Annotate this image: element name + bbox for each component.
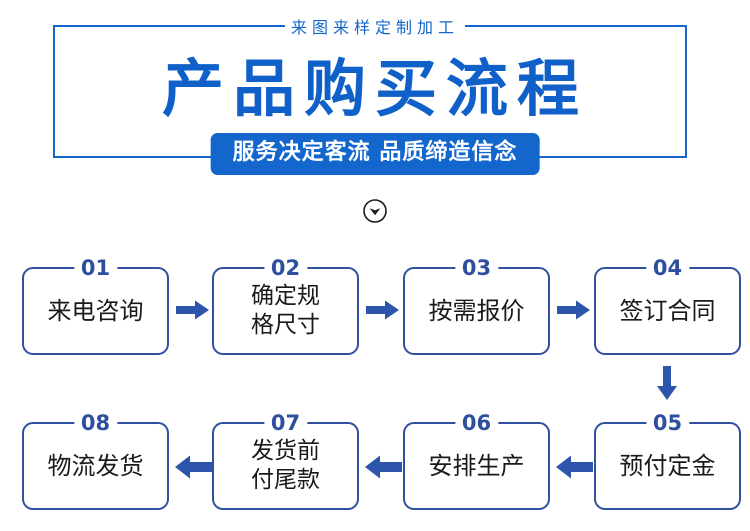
process-step-01-number: 01 (73, 256, 118, 280)
process-step-08-label: 物流发货 (47, 452, 144, 480)
arrow-left-icon-3 (555, 454, 593, 480)
process-step-03-label: 按需报价 (428, 297, 525, 325)
process-step-05[interactable]: 05 预付定金 (594, 411, 741, 510)
process-step-03[interactable]: 03 按需报价 (403, 256, 550, 355)
process-step-07-line-1: 发货前 (251, 438, 320, 464)
process-row-1: 01 来电咨询 02 确定规 格尺寸 0 (0, 255, 750, 355)
process-step-08[interactable]: 08 物流发货 (22, 411, 169, 510)
process-step-07-line-2: 付尾款 (251, 467, 320, 493)
header-top-caption-text: 来图来样定制加工 (284, 14, 465, 38)
arrow-left-icon-1 (174, 454, 212, 480)
process-step-05-number: 05 (645, 411, 690, 435)
process-step-02[interactable]: 02 确定规 格尺寸 (212, 256, 359, 355)
process-step-06-label: 安排生产 (428, 452, 525, 480)
arrow-right-icon-3 (557, 299, 591, 321)
process-step-04[interactable]: 04 签订合同 (594, 256, 741, 355)
process-step-07-number: 07 (263, 411, 308, 435)
process-step-03-number: 03 (454, 256, 499, 280)
header-section: 来图来样定制加工 产品购买流程 服务决定客流 品质缔造信念 (0, 0, 750, 235)
process-step-07-label: 发货前 付尾款 (245, 437, 326, 495)
process-step-01[interactable]: 01 来电咨询 (22, 256, 169, 355)
process-step-02-line-1: 确定规 (251, 283, 320, 309)
process-row-2: 08 物流发货 07 发货前 付尾款 0 (0, 410, 750, 510)
process-step-05-label: 预付定金 (619, 452, 716, 480)
caption-rule-left (179, 25, 275, 27)
process-step-06[interactable]: 06 安排生产 (403, 411, 550, 510)
page-title: 产品购买流程 (161, 52, 588, 125)
header-slogan-badge: 服务决定客流 品质缔造信念 (210, 133, 540, 175)
header-top-caption: 来图来样定制加工 (0, 13, 750, 39)
arrow-right-icon-2 (366, 299, 400, 321)
process-step-06-number: 06 (454, 411, 499, 435)
process-step-04-label: 签订合同 (619, 297, 716, 325)
process-step-02-number: 02 (263, 256, 308, 280)
process-step-02-line-2: 格尺寸 (251, 312, 320, 338)
process-step-02-label: 确定规 格尺寸 (245, 282, 326, 340)
process-step-01-label: 来电咨询 (47, 297, 144, 325)
chevron-down-circle-icon (362, 198, 388, 224)
process-step-04-number: 04 (645, 256, 690, 280)
process-step-07[interactable]: 07 发货前 付尾款 (212, 411, 359, 510)
arrow-right-icon-1 (176, 299, 210, 321)
caption-rule-right (475, 25, 570, 27)
process-step-08-number: 08 (73, 411, 118, 435)
arrow-left-icon-2 (364, 454, 402, 480)
arrow-down-icon (655, 366, 679, 407)
process-flow-section: 01 来电咨询 02 确定规 格尺寸 0 (0, 243, 750, 531)
